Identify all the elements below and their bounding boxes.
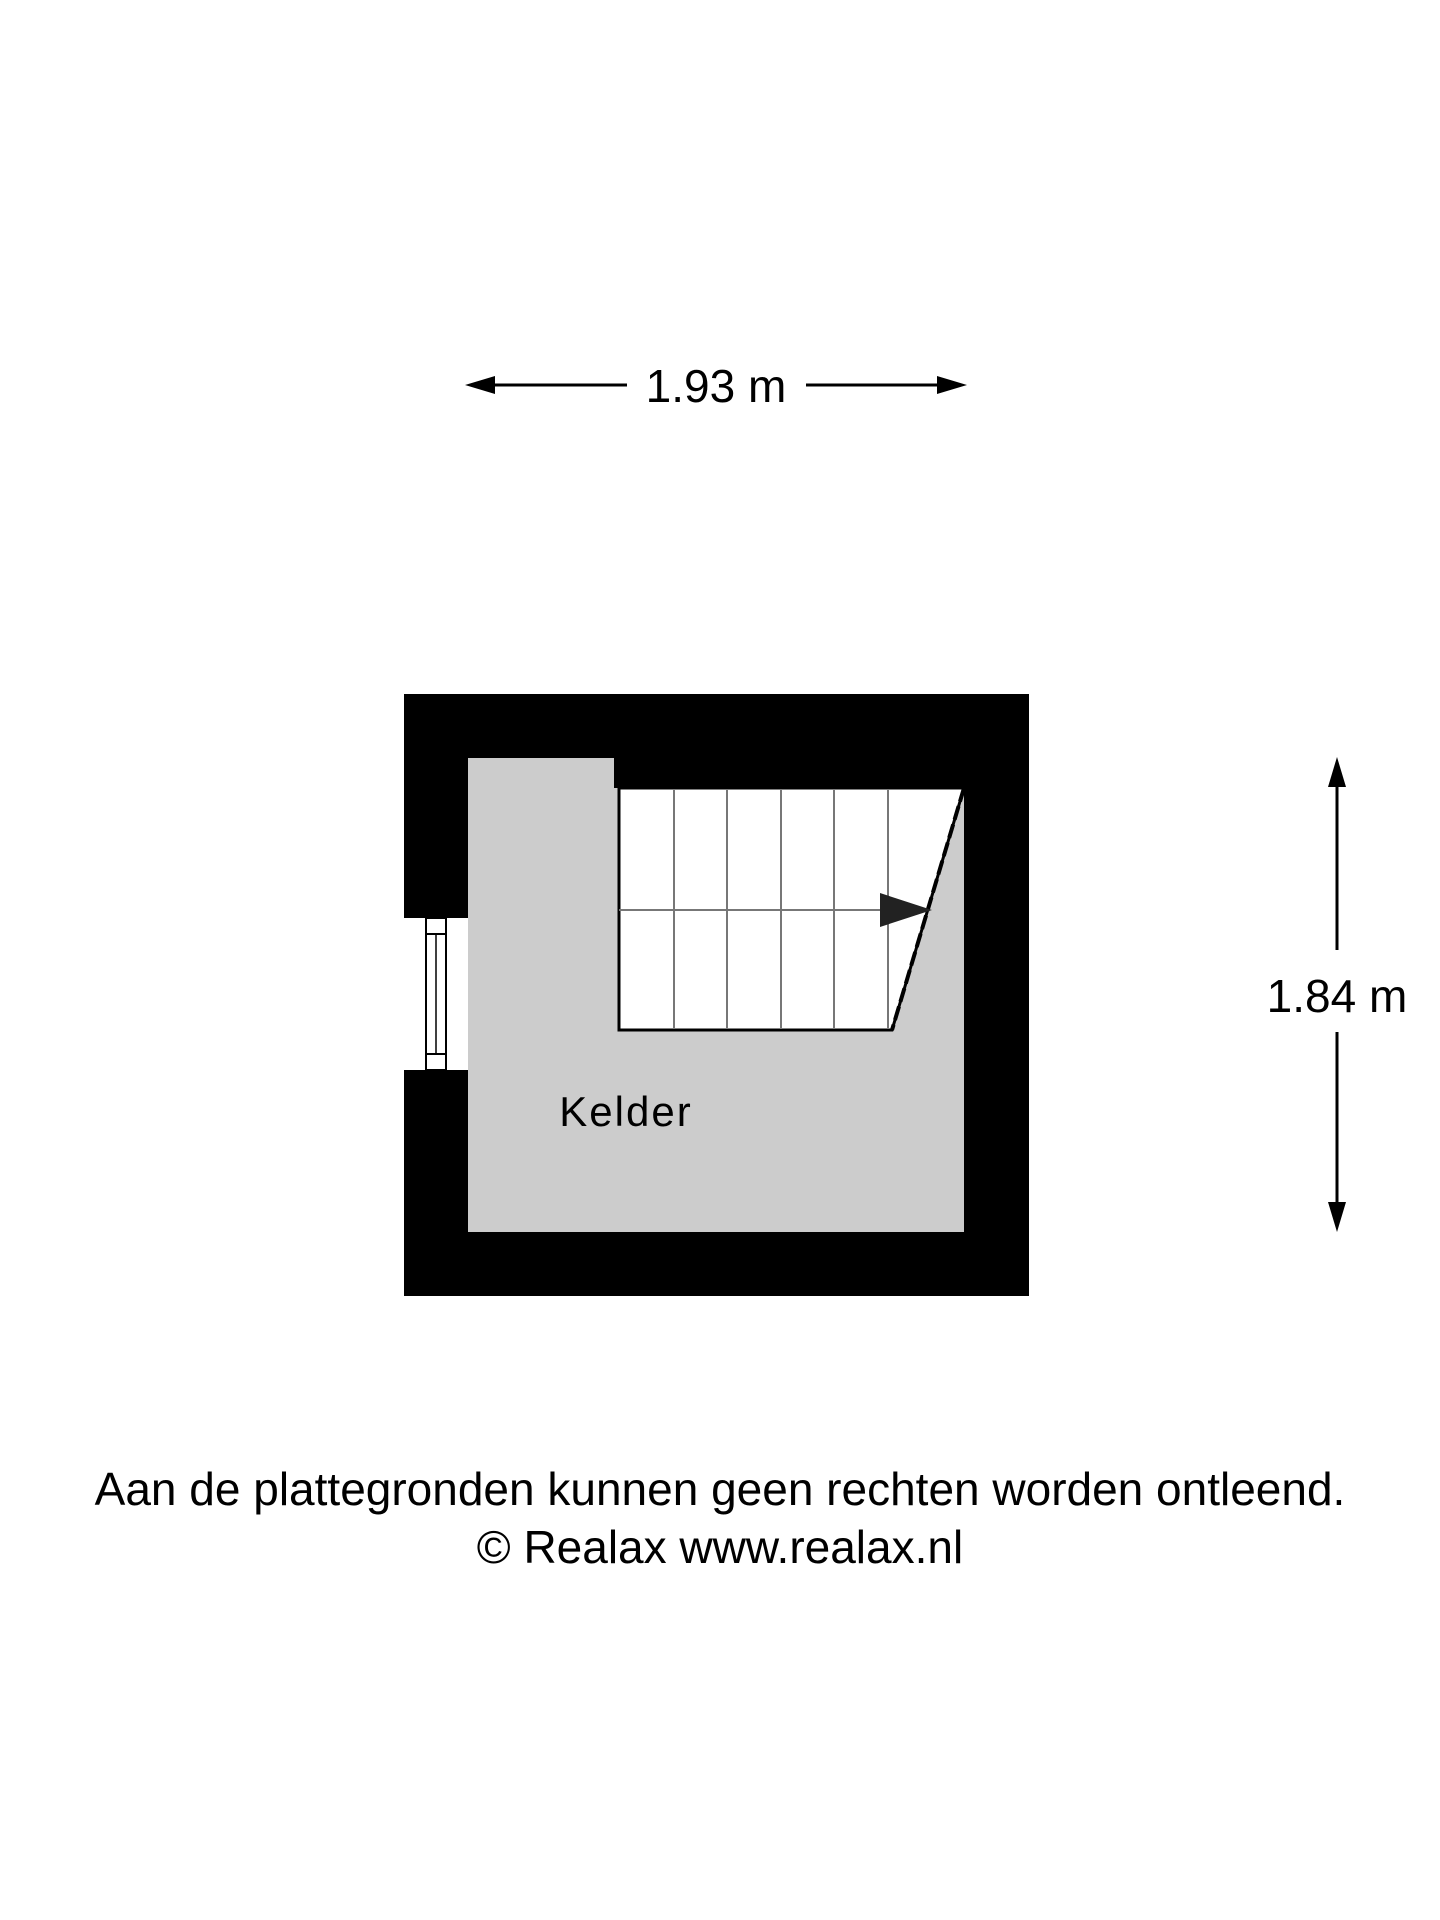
width-dimension: 1.93 m: [465, 360, 967, 412]
height-dimension-label: 1.84 m: [1267, 970, 1408, 1022]
height-arrow-bottom-icon: [1328, 1202, 1346, 1232]
width-arrow-left-icon: [465, 376, 495, 394]
staircase: [617, 786, 967, 1032]
width-dimension-label: 1.93 m: [646, 360, 787, 412]
height-dimension: 1.84 m: [1267, 757, 1408, 1232]
copyright-text: © Realax www.realax.nl: [476, 1521, 964, 1573]
window: [404, 917, 468, 1071]
disclaimer-text: Aan de plattegronden kunnen geen rechten…: [94, 1463, 1346, 1515]
height-arrow-top-icon: [1328, 757, 1346, 787]
width-arrow-right-icon: [937, 376, 967, 394]
stair-direction-arrow-icon: [880, 893, 932, 927]
room-label: Kelder: [559, 1088, 692, 1135]
